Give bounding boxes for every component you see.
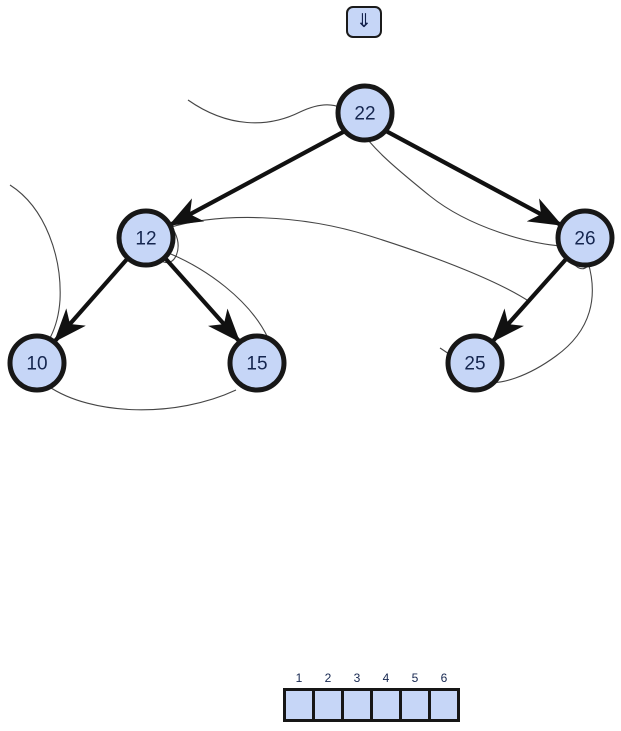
tree-node-25[interactable]: 25 bbox=[445, 333, 505, 393]
node-circle[interactable] bbox=[445, 333, 505, 393]
trace-curve-into-twelve-upper bbox=[167, 217, 531, 303]
array-cell-value bbox=[286, 691, 312, 719]
edge-22-to-12 bbox=[168, 129, 346, 227]
double-down-arrow-icon: ⇓ bbox=[356, 10, 372, 32]
array-cell-index: 4 bbox=[382, 671, 390, 685]
array-cell-value bbox=[402, 691, 428, 719]
array-cell[interactable]: 4 bbox=[373, 671, 402, 719]
tree-node-10[interactable]: 10 bbox=[7, 333, 67, 393]
array-cell[interactable]: 2 bbox=[315, 671, 344, 719]
tree-node-12[interactable]: 12 bbox=[116, 208, 176, 268]
array-cell-index: 1 bbox=[295, 671, 303, 685]
array-cell[interactable]: 1 bbox=[286, 671, 315, 719]
traversal-output-array: 1 2 3 4 5 6 bbox=[283, 671, 460, 722]
node-circle[interactable] bbox=[116, 208, 176, 268]
edge-22-to-26 bbox=[385, 129, 563, 227]
array-cell-index: 5 bbox=[411, 671, 419, 685]
array-cell-index: 3 bbox=[353, 671, 361, 685]
trace-curve-root-to-left-subtree bbox=[351, 117, 564, 247]
array-cell-value bbox=[431, 691, 457, 719]
array-cell-index: 6 bbox=[440, 671, 448, 685]
array-cell[interactable]: 6 bbox=[431, 671, 457, 719]
edge-12-to-10 bbox=[53, 256, 130, 343]
tree-edge-group bbox=[53, 129, 569, 343]
edge-12-to-15 bbox=[163, 256, 241, 343]
array-cell-value bbox=[344, 691, 370, 719]
trace-curve-twentysix-to-twentyfive bbox=[489, 261, 593, 383]
step-button[interactable]: ⇓ bbox=[346, 6, 382, 38]
node-circle[interactable] bbox=[227, 333, 287, 393]
trace-curve-left-of-twelve bbox=[9, 184, 61, 359]
trace-curve-incoming-root bbox=[187, 99, 354, 124]
tree-node-26[interactable]: 26 bbox=[555, 208, 615, 268]
trace-curve-ten-to-fifteen bbox=[47, 385, 237, 411]
array-cell-value bbox=[373, 691, 399, 719]
array-cell-value bbox=[315, 691, 341, 719]
array-cell[interactable]: 3 bbox=[344, 671, 373, 719]
tree-node-group: 22 12 26 10 15 25 bbox=[7, 83, 615, 393]
node-circle[interactable] bbox=[555, 208, 615, 268]
node-circle[interactable] bbox=[7, 333, 67, 393]
edge-26-to-25 bbox=[491, 256, 569, 343]
array-cell-index: 2 bbox=[324, 671, 332, 685]
array-cell[interactable]: 5 bbox=[402, 671, 431, 719]
tree-node-22[interactable]: 22 bbox=[335, 83, 395, 143]
tree-node-15[interactable]: 15 bbox=[227, 333, 287, 393]
traversal-trace-group bbox=[9, 99, 593, 411]
node-circle[interactable] bbox=[335, 83, 395, 143]
